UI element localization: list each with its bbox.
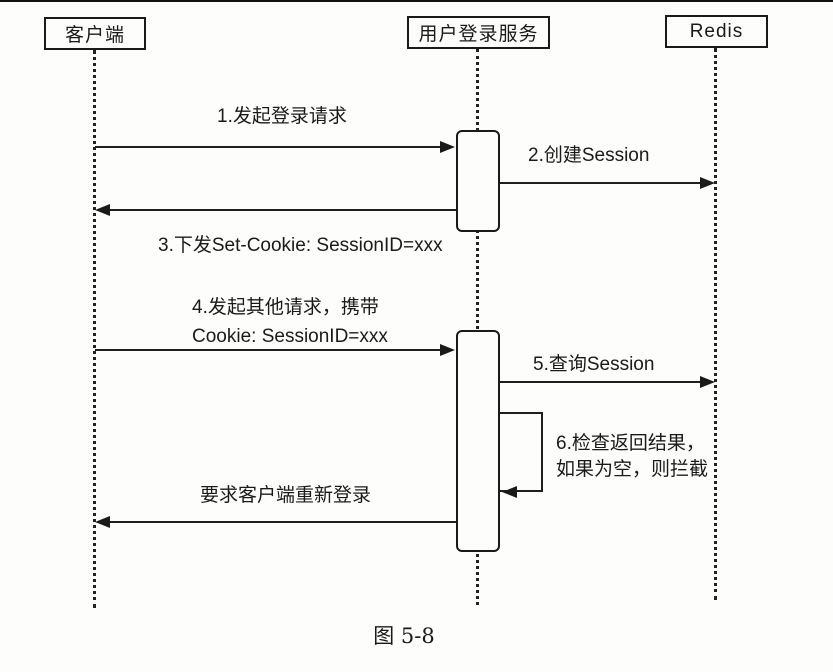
actor-label-login-service: 用户登录服务 (418, 24, 539, 45)
lifeline-login-service (476, 49, 479, 605)
figure-caption: 图 5-8 (373, 624, 435, 648)
lifeline-client (93, 50, 96, 608)
message-label-7: 要求客户端重新登录 (200, 485, 372, 506)
arrowhead-right-icon (440, 141, 455, 153)
actor-label-client: 客户端 (64, 25, 125, 46)
page-top-rule (0, 0, 833, 2)
message-label-5: 5.查询Session (533, 354, 655, 375)
arrowhead-right-icon (700, 177, 715, 189)
activation-bar-login (456, 130, 500, 232)
arrowhead-right-icon (700, 376, 715, 388)
actor-box-redis: Redis (665, 15, 768, 48)
actor-box-client: 客户端 (44, 17, 146, 50)
lifeline-redis (714, 48, 717, 600)
arrowhead-left-icon (95, 516, 110, 528)
message-line-4 (95, 349, 443, 351)
arrowhead-left-icon (502, 486, 517, 498)
message-label-1: 1.发起登录请求 (217, 106, 347, 127)
message-line-7 (108, 521, 456, 523)
self-call-loop (500, 412, 543, 492)
message-line-1 (95, 146, 443, 148)
message-label-4-line2: Cookie: SessionID=xxx (192, 326, 388, 347)
message-label-2: 2.创建Session (528, 145, 650, 166)
arrowhead-left-icon (95, 204, 110, 216)
message-line-5 (500, 381, 702, 383)
message-label-6: 6.检查返回结果， 如果为空，则拦截 (556, 431, 708, 483)
actor-label-redis: Redis (689, 20, 744, 42)
message-label-4: 4.发起其他请求，携带 Cookie: SessionID=xxx (192, 293, 388, 351)
message-line-3 (108, 209, 456, 211)
arrowhead-right-icon (440, 344, 455, 356)
message-label-6-line2: 如果为空，则拦截 (556, 459, 709, 480)
message-label-3: 3.下发Set-Cookie: SessionID=xxx (158, 235, 443, 256)
actor-box-login-service: 用户登录服务 (407, 16, 550, 49)
message-label-6-line1: 6.检查返回结果， (556, 433, 705, 454)
message-line-2 (500, 182, 702, 184)
activation-bar-request (456, 330, 500, 552)
message-label-4-line1: 4.发起其他请求，携带 (192, 297, 379, 318)
